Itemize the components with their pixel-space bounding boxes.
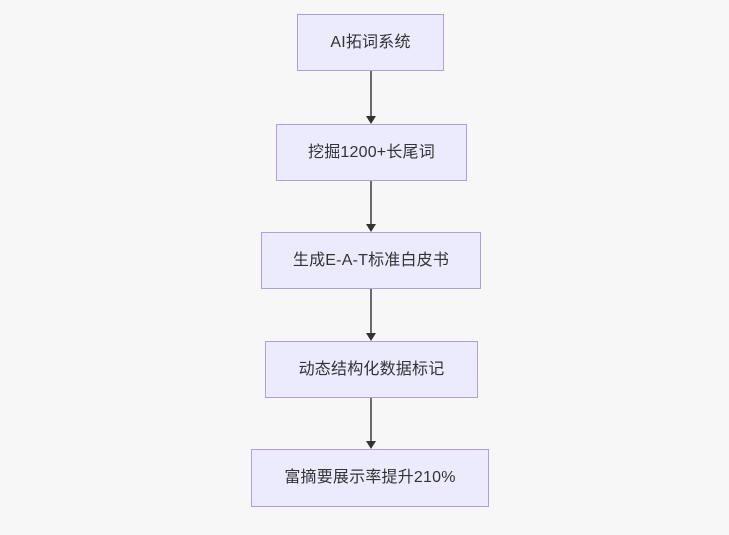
down-arrow-icon: [365, 441, 376, 449]
flowchart-edge-1: [365, 71, 376, 124]
flowchart-node-5-label: 富摘要展示率提升210%: [284, 469, 456, 487]
flowchart-node-3-label: 生成E-A-T标准白皮书: [292, 251, 450, 269]
edge-line: [370, 398, 372, 441]
flowchart-node-4[interactable]: 动态结构化数据标记: [265, 341, 478, 398]
flowchart-node-2-label: 挖掘1200+长尾词: [308, 143, 435, 161]
flowchart-node-4-label: 动态结构化数据标记: [298, 360, 445, 378]
down-arrow-icon: [365, 116, 376, 124]
flowchart-node-1-label: AI拓词系统: [330, 33, 411, 51]
flowchart-node-5[interactable]: 富摘要展示率提升210%: [251, 449, 489, 507]
flowchart-edge-2: [365, 181, 376, 232]
edge-line: [370, 181, 372, 224]
flowchart-node-1[interactable]: AI拓词系统: [297, 14, 444, 71]
flowchart-edge-4: [365, 398, 376, 449]
down-arrow-icon: [365, 224, 376, 232]
edge-line: [370, 289, 372, 333]
flowchart-node-2[interactable]: 挖掘1200+长尾词: [276, 124, 467, 181]
edge-line: [370, 71, 372, 116]
down-arrow-icon: [365, 333, 376, 341]
flowchart-node-3[interactable]: 生成E-A-T标准白皮书: [261, 232, 481, 289]
flowchart-edge-3: [365, 289, 376, 341]
